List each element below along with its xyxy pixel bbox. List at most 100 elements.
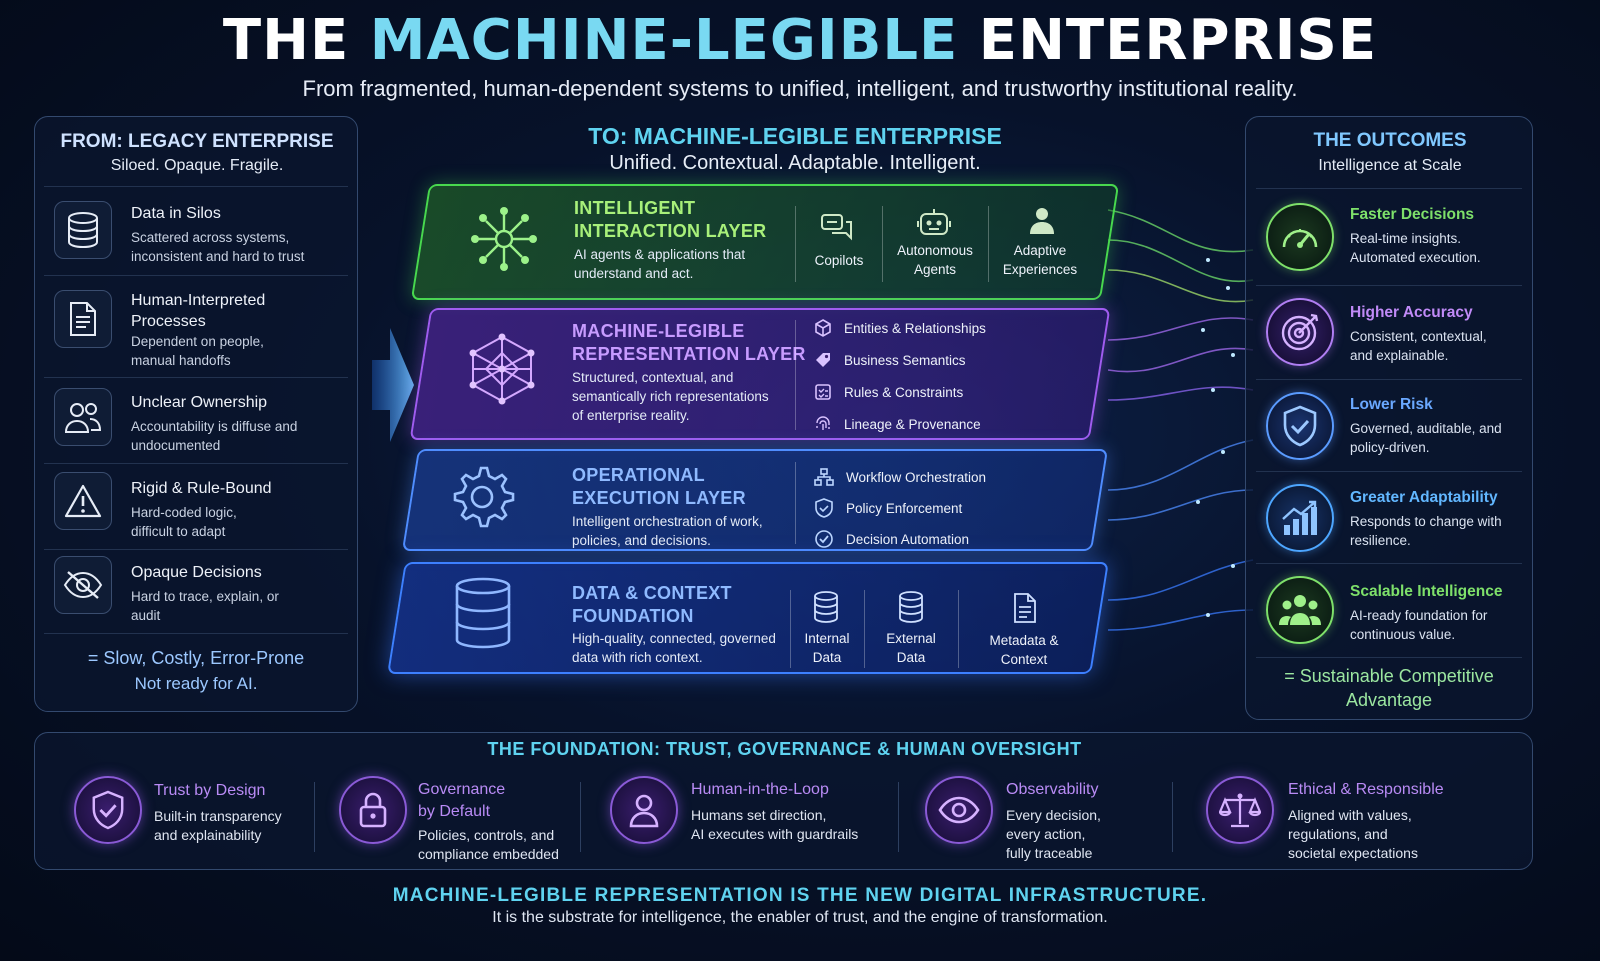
workflow-icon: [814, 468, 834, 486]
divider: [988, 206, 989, 282]
representation-title-line2: REPRESENTATION LAYER: [572, 344, 806, 364]
interaction-title-line2: INTERACTION LAYER: [574, 221, 767, 241]
outcome-desc: Real-time insights. Automated execution.: [1350, 231, 1481, 265]
foundation-icon-circle: [610, 776, 678, 844]
legacy-item-desc: Hard to trace, explain, or audit: [131, 589, 279, 623]
legacy-item-desc: Dependent on people, manual handoffs: [131, 334, 264, 368]
representation-item-label: Lineage & Provenance: [844, 416, 981, 432]
network-sphere-icon: [469, 333, 535, 405]
outcome-desc: Consistent, contextual, and explainable.: [1350, 329, 1487, 363]
page-title: THE MACHINE-LEGIBLE ENTERPRISE: [222, 8, 1378, 73]
outcome-higher-accuracy: Higher Accuracy Consistent, contextual, …: [1256, 286, 1522, 380]
legacy-icon-box: [54, 472, 112, 530]
legacy-item-data-silos: Data in Silos Scattered across systems, …: [44, 186, 348, 276]
outcome-desc: AI-ready foundation for continuous value…: [1350, 608, 1488, 642]
checklist-icon: [815, 384, 831, 400]
legacy-item-rigid: Rigid & Rule-Bound Hard-coded logic, dif…: [44, 464, 348, 550]
eye-off-icon: [63, 571, 103, 599]
legacy-item-opaque-decisions: Opaque Decisions Hard to trace, explain,…: [44, 550, 348, 634]
interaction-desc-line1: AI agents & applications that: [574, 247, 746, 262]
foundation-item-desc-line3: societal expectations: [1288, 845, 1418, 861]
execution-item-label: Decision Automation: [846, 531, 970, 547]
database-icon: [68, 212, 98, 248]
network-hub-icon: [471, 207, 537, 271]
foundation-icon-circle: [925, 776, 993, 844]
representation-item-entities: Entities & Relationships: [814, 319, 986, 337]
representation-item-lineage: Lineage & Provenance: [814, 415, 981, 433]
database-icon: [814, 591, 838, 623]
lock-icon: [359, 792, 387, 828]
outcomes-subtitle: Intelligence at Scale: [1318, 157, 1462, 174]
adaptive-experiences-label-line2: Experiences: [1002, 262, 1078, 277]
autonomous-agents-label-line1: Autonomous: [897, 243, 973, 258]
foundation-title-line2: FOUNDATION: [572, 606, 694, 626]
team-icon: [1279, 595, 1321, 625]
outcomes-result-line2: Advantage: [1345, 690, 1433, 710]
outcome-title: Higher Accuracy: [1350, 304, 1473, 321]
adaptive-experiences-label-line1: Adaptive: [1013, 243, 1067, 258]
divider: [864, 590, 865, 668]
outcome-title: Scalable Intelligence: [1350, 583, 1503, 600]
execution-item-decision: Decision Automation: [814, 529, 969, 549]
outcome-title: Greater Adaptability: [1350, 489, 1498, 506]
foundation-item-title: Ethical & Responsible: [1288, 781, 1444, 798]
legacy-icon-box: [54, 556, 112, 614]
foundation-desc-line2: data with rich context.: [572, 650, 703, 665]
person-icon: [1030, 208, 1054, 234]
legacy-title: FROM: LEGACY ENTERPRISE: [60, 131, 334, 152]
flow-lines: [1108, 209, 1254, 631]
representation-item-label: Business Semantics: [844, 352, 966, 368]
divider: [898, 782, 899, 852]
legacy-result-note: Not ready for AI.: [134, 674, 258, 693]
target-subtitle: Unified. Contextual. Adaptable. Intellig…: [609, 152, 981, 174]
foundation-item-desc-line2: regulations, and: [1288, 826, 1388, 842]
execution-desc-line1: Intelligent orchestration of work,: [572, 514, 763, 529]
foundation-item-title: Observability: [1006, 781, 1099, 798]
external-data-label-line2: Data: [896, 650, 926, 665]
foundation-item-desc-line1: Policies, controls, and: [418, 827, 555, 843]
foundation-item-title: Human-in-the-Loop: [691, 781, 829, 798]
divider: [314, 782, 315, 852]
legacy-item-desc: Scattered across systems, inconsistent a…: [131, 230, 305, 264]
footer-tagline: It is the substrate for intelligence, th…: [492, 909, 1108, 926]
outcome-icon-circle: [1266, 392, 1334, 460]
legacy-item-unclear-ownership: Unclear Ownership Accountability is diff…: [44, 378, 348, 464]
outcome-title: Faster Decisions: [1350, 206, 1475, 223]
representation-item-label: Entities & Relationships: [844, 320, 986, 336]
divider: [580, 782, 581, 852]
foundation-bar: THE FOUNDATION: TRUST, GOVERNANCE & HUMA…: [34, 732, 1533, 870]
divider: [795, 206, 796, 282]
execution-item-label: Policy Enforcement: [846, 500, 963, 516]
autonomous-agents-label-line2: Agents: [913, 262, 957, 277]
document-icon: [70, 302, 96, 336]
foundation-item-desc-line1: Aligned with values,: [1288, 807, 1412, 823]
interaction-title-line1: INTELLIGENT: [574, 198, 696, 218]
legacy-icon-box: [54, 201, 112, 259]
legacy-icon-box: [54, 290, 112, 348]
foundation-item-desc-line1: Every decision,: [1006, 807, 1101, 823]
divider: [790, 590, 791, 668]
foundation-icon-circle: [1206, 776, 1274, 844]
outcome-lower-risk: Lower Risk Governed, auditable, and poli…: [1256, 380, 1522, 472]
internal-data-label-line2: Data: [812, 650, 842, 665]
gear-icon: [453, 466, 515, 528]
shield-check-icon: [1283, 405, 1317, 447]
tag-icon: [816, 353, 830, 367]
outcome-greater-adaptability: Greater Adaptability Responds to change …: [1256, 472, 1522, 564]
foundation-item-desc-line2: AI executes with guardrails: [691, 826, 859, 842]
outcome-title: Lower Risk: [1350, 396, 1433, 413]
execution-item-workflow: Workflow Orchestration: [814, 468, 986, 486]
foundation-item-title: Trust by Design: [154, 782, 266, 799]
database-stack-icon: [455, 577, 511, 649]
growth-chart-icon: [1282, 500, 1317, 535]
target-title: TO: MACHINE-LEGIBLE ENTERPRISE: [588, 123, 1002, 149]
legacy-result: = Slow, Costly, Error-Prone: [87, 648, 305, 668]
representation-item-label: Rules & Constraints: [844, 384, 964, 400]
users-icon: [64, 403, 102, 433]
user-icon: [629, 794, 659, 828]
representation-desc-line1: Structured, contextual, and: [572, 370, 734, 385]
foundation-item-desc-line1: Humans set direction,: [691, 807, 827, 823]
foundation-icon-circle: [74, 776, 142, 844]
chat-icon: [821, 214, 852, 241]
check-circle-icon: [815, 530, 833, 548]
